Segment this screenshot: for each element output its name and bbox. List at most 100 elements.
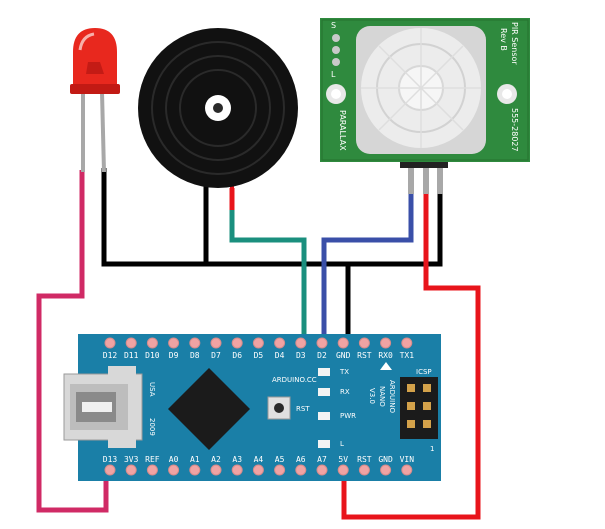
nano-year-label: 2009 (148, 418, 156, 436)
nano-bottom-pin-label-ref: REF (145, 455, 160, 464)
nano-bottom-pin-pad-a7 (316, 464, 328, 476)
led-rim (70, 84, 120, 94)
nano-bottom-pin-pad-ref (146, 464, 158, 476)
buzzer-ring-3 (179, 69, 257, 147)
nano-bottom-pin-label-vin: VIN (400, 455, 415, 464)
nano-top-pin-label-d2: D2 (317, 351, 327, 360)
nano-led-pwr-label: PWR (340, 412, 356, 420)
nano-top-pin-label-d5: D5 (254, 351, 264, 360)
pir-mount-hole-right-inner (502, 89, 512, 99)
nano-top-pin-pad-d12 (104, 337, 116, 349)
led-highlight (78, 32, 95, 51)
nano-led-l (318, 440, 330, 448)
nano-bottom-pin-pad-a2 (210, 464, 222, 476)
icsp-pin (423, 384, 431, 392)
nano-bottom-pin-label-a1: A1 (190, 455, 200, 464)
pir-leg-3 (437, 160, 443, 194)
nano-top-pin-pad-d2 (316, 337, 328, 349)
buzzer-ring-1 (151, 41, 285, 175)
nano-top-pin-pad-tx1 (401, 337, 413, 349)
reset-button-cap[interactable] (274, 403, 284, 413)
nano-led-tx (318, 368, 330, 376)
usb-tab-top (108, 366, 136, 376)
nano-bottom-pin-label-3v3: 3V3 (124, 455, 139, 464)
wire-ground-bus (101, 168, 443, 267)
nano-led-rx (318, 388, 330, 396)
nano-bottom-pin-label-a3: A3 (232, 455, 242, 464)
nano-bottom-pin-label-a4: A4 (254, 455, 264, 464)
pir-title: PIR Sensor (510, 22, 519, 65)
nano-bottom-pin-pad-5v (337, 464, 349, 476)
nano-model-line-1: ARDUINO (388, 380, 396, 413)
nano-top-pin-label-tx1: TX1 (400, 351, 415, 360)
led (70, 28, 120, 173)
nano-top-pin-label-d12: D12 (103, 351, 118, 360)
nano-led-l-label: L (340, 440, 344, 448)
nano-model-line-3: V3.0 (368, 388, 376, 404)
nano-top-pin-label-d9: D9 (169, 351, 179, 360)
nano-bottom-pin-label-5v: 5V (338, 455, 348, 464)
wires (36, 166, 481, 520)
nano-bottom-pin-pad-gnd (380, 464, 392, 476)
nano-bottom-pin-label-a6: A6 (296, 455, 306, 464)
pir-dome-facet-4 (378, 45, 464, 131)
pir-jumper-pin-3 (332, 58, 340, 66)
nano-top-pin-label-d11: D11 (124, 351, 139, 360)
nano-bottom-pin-pad-a4 (252, 464, 264, 476)
nano-top-pin-label-d3: D3 (296, 351, 306, 360)
led-body (73, 28, 117, 90)
nano-bottom-pin-pad-a5 (274, 464, 286, 476)
nano-top-pin-pad-rx0 (380, 337, 392, 349)
pir-rev: Rev B (499, 28, 508, 51)
nano-top-pin-label-d8: D8 (190, 351, 200, 360)
led-die (86, 62, 104, 74)
nano-bottom-pin-label-gnd: GND (378, 455, 393, 464)
icsp-pin (423, 420, 431, 428)
buzzer-hole-center (213, 103, 223, 113)
pir-mount-hole-left-inner (331, 89, 341, 99)
pir-jumper-pin-2 (332, 46, 340, 54)
pir-jumper-pin-1 (332, 34, 340, 42)
nano-top-pin-label-d6: D6 (232, 351, 242, 360)
nano-top-pin-label-d7: D7 (211, 351, 221, 360)
nano-top-pin-pad-d4 (274, 337, 286, 349)
nano-top-pin-label-gnd: GND (336, 351, 351, 360)
nano-top-pin-label-rst: RST (357, 351, 372, 360)
nano-bottom-pin-pad-3v3 (125, 464, 137, 476)
nano-bottom-pin-label-a0: A0 (169, 455, 179, 464)
nano-bottom-pin-label-a7: A7 (317, 455, 327, 464)
wire-pir-power (341, 190, 481, 520)
nano-bottom-pin-label-rst: RST (357, 455, 372, 464)
pir-leg-1 (408, 160, 414, 194)
pir-board-inner (321, 19, 529, 161)
nano-direction-arrow (380, 362, 392, 370)
pir-pin-label-s: S (331, 21, 336, 30)
nano-brand-url: ARDUINO.CC (272, 376, 317, 384)
nano-top-pin-pad-d3 (295, 337, 307, 349)
nano-led-pwr (318, 412, 330, 420)
wire-pir-signal (321, 190, 414, 343)
icsp-pin (407, 402, 415, 410)
icsp-pin (407, 420, 415, 428)
icsp-header (400, 377, 438, 439)
nano-bottom-pin-label-a2: A2 (211, 455, 221, 464)
nano-bottom-pin-pad-a1 (189, 464, 201, 476)
icsp-pin-1-label: 1 (430, 445, 434, 453)
nano-top-pin-label-rx0: RX0 (378, 351, 393, 360)
nano-bottom-pin-pad-a6 (295, 464, 307, 476)
icsp-label: ICSP (416, 368, 432, 376)
pir-leg-2 (423, 160, 429, 194)
nano-top-pin-pad-gnd (337, 337, 349, 349)
nano-model-line-2: NANO (378, 386, 386, 407)
reset-button-label: RST (296, 405, 310, 413)
nano-top-pin-pad-d10 (146, 337, 158, 349)
wire-led-signal (36, 170, 109, 513)
icsp-pin (407, 384, 415, 392)
usb-connector-tongue (82, 402, 112, 412)
nano-bottom-pin-label-d13: D13 (103, 455, 118, 464)
pir-sensor: S L PIR Sensor Rev B 555-28027 PARALLAX (320, 18, 530, 194)
nano-top-pin-pad-rst (358, 337, 370, 349)
nano-top-pin-label-d10: D10 (145, 351, 160, 360)
